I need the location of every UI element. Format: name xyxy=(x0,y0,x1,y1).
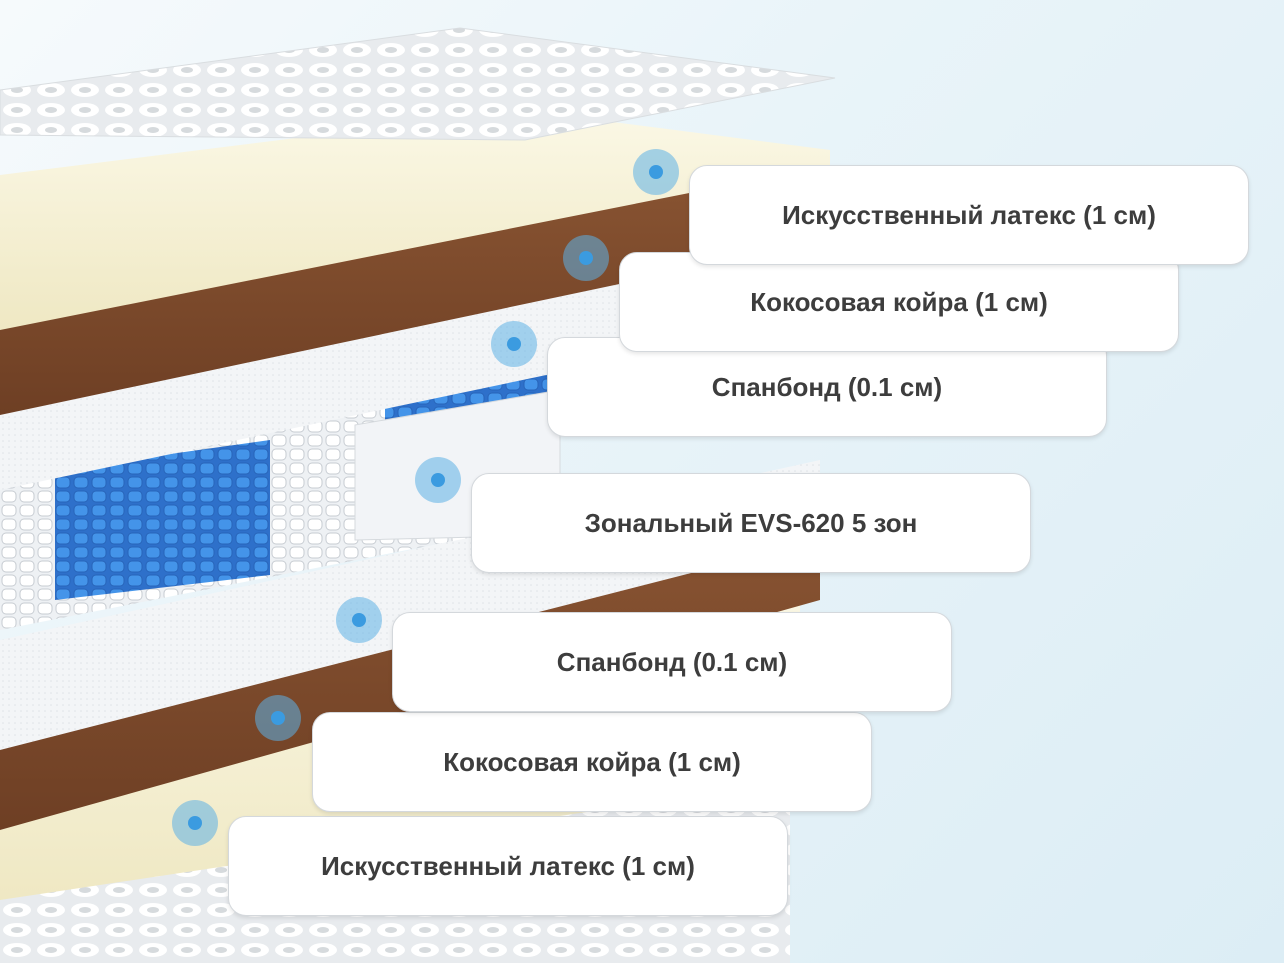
callout-layer-2: Кокосовая койра (1 см) xyxy=(619,252,1179,352)
callout-layer-4: Зональный EVS-620 5 зон xyxy=(471,473,1031,573)
marker-dot-icon xyxy=(172,800,218,846)
marker-dot-icon xyxy=(563,235,609,281)
marker-dot-icon xyxy=(491,321,537,367)
callout-layer-1: Искусственный латекс (1 см) xyxy=(689,165,1249,265)
marker-dot-icon xyxy=(255,695,301,741)
callout-layer-3: Спанбонд (0.1 см) xyxy=(547,337,1107,437)
callout-layer-7: Искусственный латекс (1 см) xyxy=(228,816,788,916)
callout-layer-6: Кокосовая койра (1 см) xyxy=(312,712,872,812)
marker-dot-icon xyxy=(633,149,679,195)
callout-layer-5: Спанбонд (0.1 см) xyxy=(392,612,952,712)
marker-dot-icon xyxy=(415,457,461,503)
marker-dot-icon xyxy=(336,597,382,643)
top-cover-layer xyxy=(0,28,835,140)
